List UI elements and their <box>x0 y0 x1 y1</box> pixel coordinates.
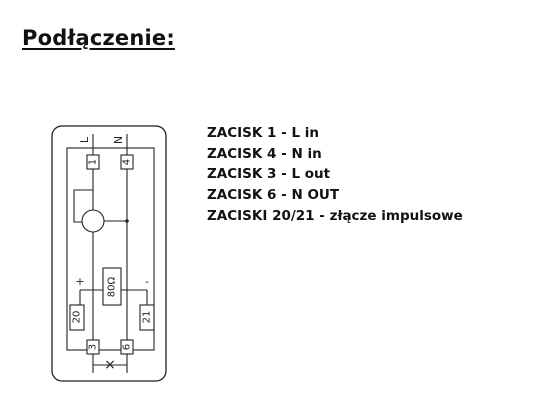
legend-item: ZACISK 1 - L in <box>207 125 319 141</box>
minus-sign: - <box>145 275 149 288</box>
terminal-6-label: 6 <box>122 344 133 350</box>
resistor-label: 80Ω <box>107 276 118 297</box>
legend-item: ZACISK 3 - L out <box>207 166 331 183</box>
resistor <box>102 267 122 306</box>
legend-item: ZACISK 6 - N OUT <box>207 187 340 204</box>
n-label: N <box>112 136 125 144</box>
voltage-node <box>125 219 129 223</box>
legend-item: ZACISK 4 - N in <box>207 145 322 162</box>
l-label: L <box>78 136 91 143</box>
meter-inner-frame <box>66 147 155 351</box>
measuring-element <box>81 209 105 233</box>
terminal-21-label: 21 <box>142 311 153 324</box>
terminal-3-label: 3 <box>88 344 99 350</box>
terminal-4-label: 4 <box>122 159 133 165</box>
cross-mark: × <box>104 357 116 373</box>
terminal-legend: ZACISK 1 - L in ZACISK 4 - N in ZACISK 3… <box>207 123 463 227</box>
plus-sign: + <box>75 275 84 288</box>
legend-item: ZACISKI 20/21 - złącze impulsowe <box>207 207 463 224</box>
terminal-20 <box>69 304 85 331</box>
page-title: Podłączenie: <box>22 26 175 50</box>
terminal-1-label: 1 <box>88 159 99 165</box>
meter-housing <box>51 125 167 382</box>
terminal-20-label: 20 <box>72 311 83 324</box>
terminal-21 <box>139 304 155 331</box>
